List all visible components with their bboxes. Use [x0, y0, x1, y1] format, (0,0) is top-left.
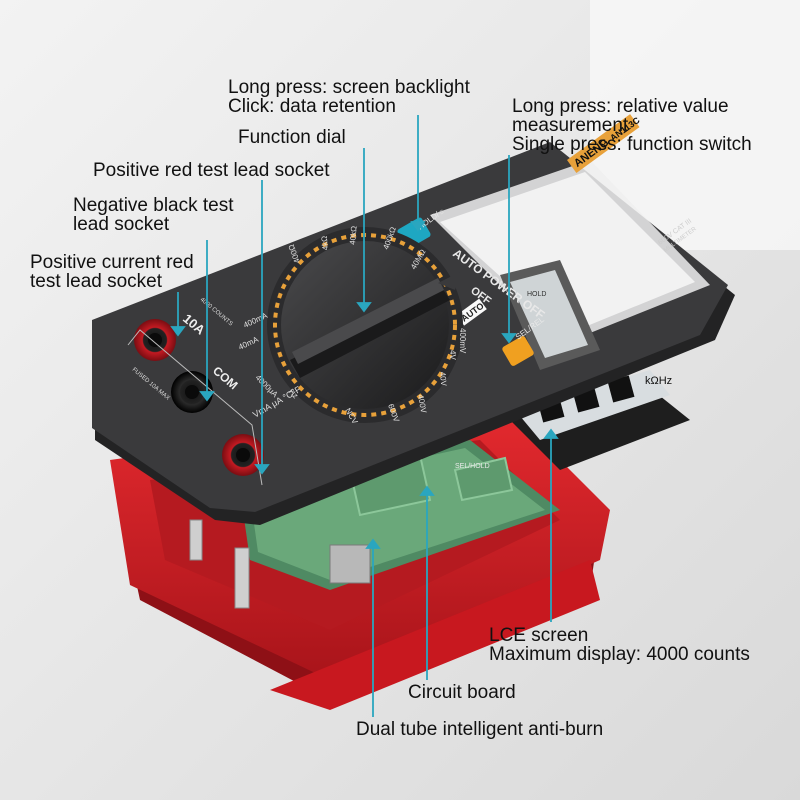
- socket-com: [171, 371, 213, 413]
- callout-antiburn-line1: Dual tube intelligent anti-burn: [356, 719, 604, 740]
- callout-backlight: Long press: screen backlight Click: data…: [228, 78, 470, 116]
- callout-red-socket: Positive red test lead socket: [93, 161, 330, 180]
- callout-relative-line3: Single press: function switch: [512, 134, 752, 155]
- callout-current-socket-line1: Positive current red: [30, 252, 194, 273]
- function-dial[interactable]: [267, 227, 463, 423]
- callout-black-socket-line2: lead socket: [73, 214, 170, 235]
- front-panel: HOLD ANENG AN113C 600V CAT III MULTIMETE…: [92, 114, 735, 525]
- callout-red-socket-line1: Positive red test lead socket: [93, 160, 330, 181]
- callout-black-socket: Negative black test lead socket: [73, 196, 234, 234]
- callout-current-socket-line2: test lead socket: [30, 271, 163, 292]
- svg-text:HOLD: HOLD: [527, 291, 546, 298]
- svg-text:4kΩ: 4kΩ: [320, 235, 330, 250]
- callout-backlight-line1: Long press: screen backlight: [228, 77, 470, 98]
- callout-board-line1: Circuit board: [408, 682, 516, 703]
- svg-text:4V: 4V: [448, 350, 457, 360]
- callout-black-socket-line1: Negative black test: [73, 195, 234, 216]
- callout-dial: Function dial: [238, 128, 346, 147]
- callout-current-socket: Positive current red test lead socket: [30, 253, 194, 291]
- svg-text:400mV: 400mV: [458, 328, 467, 354]
- svg-text:kΩHz: kΩHz: [645, 375, 672, 387]
- callout-dial-line1: Function dial: [238, 127, 346, 148]
- sel-button[interactable]: [501, 335, 535, 367]
- callout-lcd-line1: LCE screen: [489, 625, 589, 646]
- callout-lcd-line2: Maximum display: 4000 counts: [489, 644, 750, 665]
- callout-backlight-line2: Click: data retention: [228, 96, 396, 117]
- svg-text:40kΩ: 40kΩ: [348, 226, 359, 246]
- callout-relative-line2: measurement: [512, 115, 629, 136]
- svg-text:400V: 400V: [416, 394, 428, 415]
- callout-board: Circuit board: [408, 683, 516, 702]
- socket-v: [222, 434, 264, 476]
- socket-10a: [134, 319, 176, 361]
- svg-text:SEL/HOLD: SEL/HOLD: [455, 463, 490, 470]
- leader-lines: [170, 115, 559, 717]
- callout-relative: Long press: relative value measurement S…: [512, 97, 752, 154]
- callout-lcd: LCE screen Maximum display: 4000 counts: [489, 626, 750, 664]
- callout-antiburn: Dual tube intelligent anti-burn: [356, 720, 603, 739]
- svg-text:40V: 40V: [438, 371, 448, 387]
- callout-relative-line1: Long press: relative value: [512, 96, 729, 117]
